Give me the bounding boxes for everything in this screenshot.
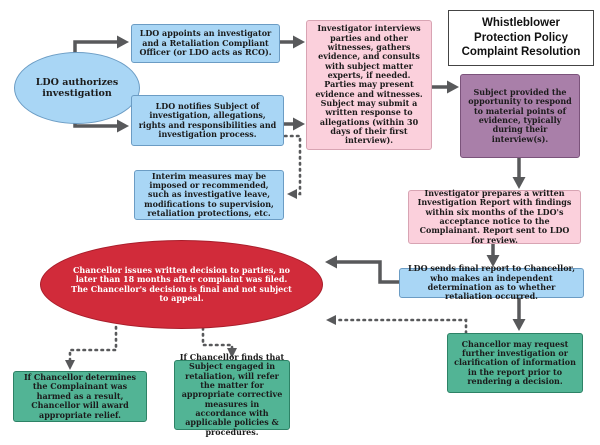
node-complainant-harmed: If Chancellor determines the Complainant… [13,371,147,422]
arrowhead [326,315,336,325]
node-final-report: LDO sends final report to Chancellor, wh… [399,264,584,301]
connector-final-decision [336,260,399,284]
arrowhead [117,35,129,49]
connector-decision-retaliation [201,326,234,350]
connector-further-decision [334,318,468,335]
node-ldo-notifies: LDO notifies Subject of investigation, a… [131,95,284,146]
node-investigation-report: Investigator prepares a written Investig… [408,188,581,244]
connector-notify-interim [283,134,302,196]
arrowhead [512,177,526,189]
node-ldo-appoints: LDO appoints an investigator and a Retal… [131,24,280,63]
node-ldo-authorizes: LDO authorizes investigation [14,52,140,124]
connector-decision-harmed [68,325,118,362]
arrowhead [293,117,305,131]
node-subject-retaliation: If Chancellor finds that Subject engaged… [174,352,290,436]
arrowhead [287,189,297,199]
node-subject-opportunity: Subject provided the opportunity to resp… [460,74,580,158]
node-chancellor-decision: Chancellor issues written decision to pa… [40,240,323,329]
arrowhead [512,319,526,331]
node-further-investigation: Chancellor may request further investiga… [447,333,583,393]
arrowhead [293,35,305,49]
arrowhead [486,255,500,267]
node-interim-measures: Interim measures may be imposed or recom… [134,170,284,220]
arrowhead [447,80,459,94]
arrowhead [325,255,337,269]
node-investigator-interviews: Investigator interviews parties and othe… [306,20,432,150]
arrowhead [227,348,237,358]
arrowhead [117,119,129,133]
arrowhead [65,360,75,370]
diagram-title: Whistleblower Protection Policy Complain… [448,10,594,66]
